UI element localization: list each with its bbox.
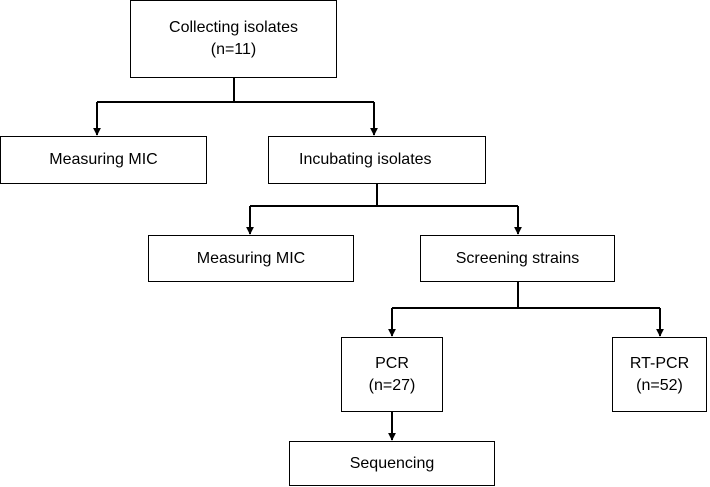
node-screening-strains-label: Screening strains xyxy=(455,249,580,267)
node-pcr-label: PCR xyxy=(375,354,409,372)
node-incubating-isolates-label: Incubating isolates xyxy=(299,151,432,168)
node-screening-strains: Screening strains xyxy=(420,235,615,282)
edge-incubating-split xyxy=(250,184,518,207)
node-rt-pcr-count: (n=52) xyxy=(636,376,683,394)
node-sequencing: Sequencing xyxy=(289,441,495,486)
node-measuring-mic-2: Measuring MIC xyxy=(148,235,354,282)
node-incubating-isolates: Incubating isolates xyxy=(268,136,486,184)
node-collecting-isolates-count: (n=11) xyxy=(210,41,257,58)
node-sequencing-label: Sequencing xyxy=(349,454,435,472)
node-pcr: PCR (n=27) xyxy=(341,337,443,412)
edge-collecting-split xyxy=(97,78,374,103)
node-rt-pcr-label: RT-PCR xyxy=(629,354,690,372)
edge-screening-split xyxy=(392,282,660,309)
node-measuring-mic-1-label: Measuring MIC xyxy=(49,151,158,168)
node-pcr-count: (n=27) xyxy=(368,376,416,394)
node-measuring-mic-1: Measuring MIC xyxy=(0,136,207,184)
node-rt-pcr: RT-PCR (n=52) xyxy=(612,337,707,412)
node-measuring-mic-2-label: Measuring MIC xyxy=(196,249,306,267)
node-collecting-isolates: Collecting isolates (n=11) xyxy=(130,0,337,78)
node-collecting-isolates-label: Collecting isolates xyxy=(169,19,298,36)
